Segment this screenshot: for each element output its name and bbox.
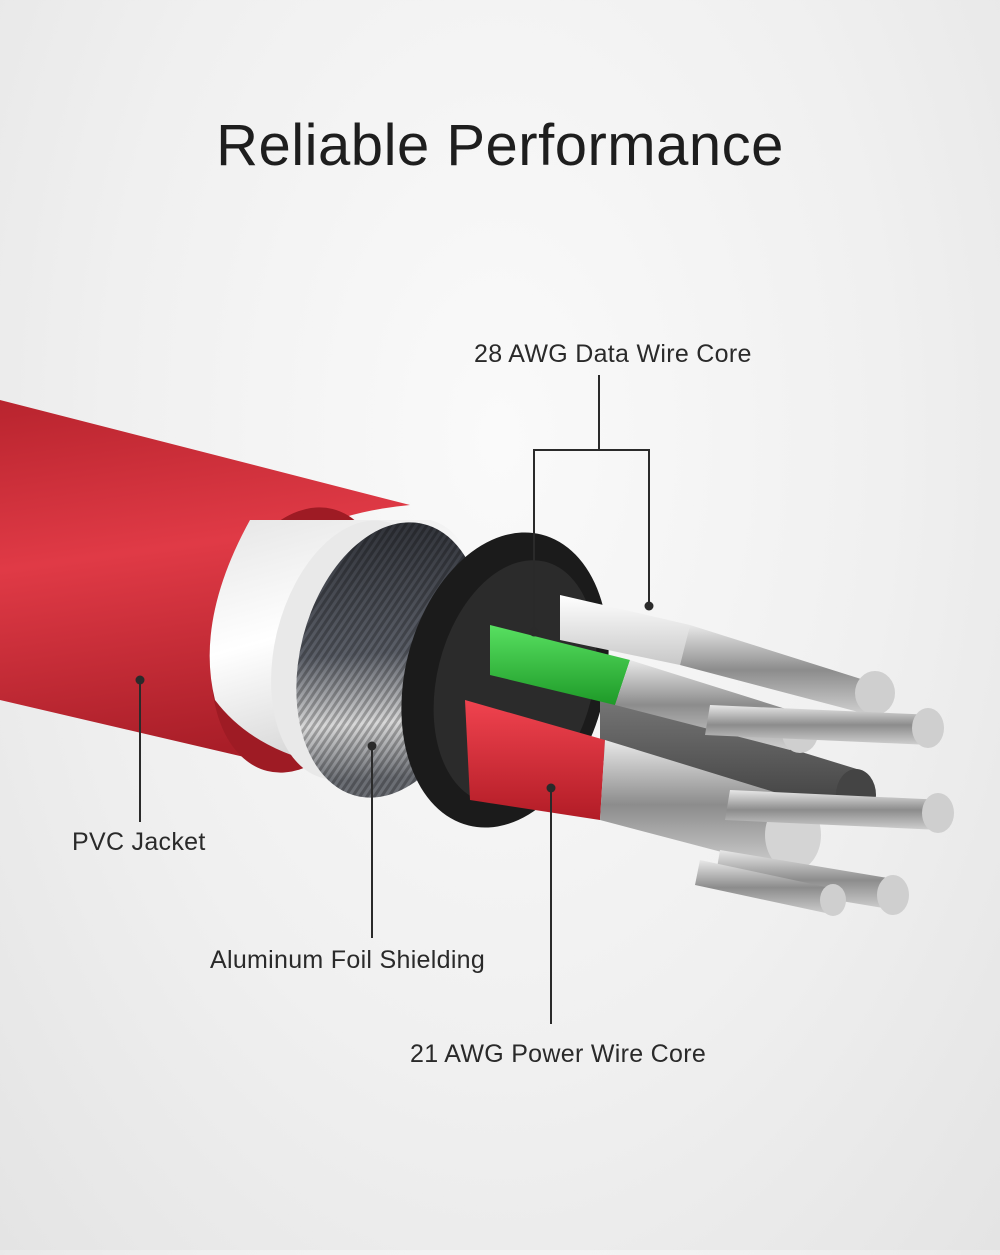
label-power-wire: 21 AWG Power Wire Core: [410, 1040, 706, 1069]
label-pvc-jacket: PVC Jacket: [72, 828, 206, 857]
callout-dot-power: [547, 784, 556, 793]
data-wire-white-tip: [855, 671, 895, 715]
callout-dot-pvc: [136, 676, 145, 685]
strand-bundle-c-tip: [877, 875, 909, 915]
label-data-wire: 28 AWG Data Wire Core: [474, 340, 752, 369]
strand-bundle-b-tip: [922, 793, 954, 833]
label-foil-shielding: Aluminum Foil Shielding: [210, 946, 485, 975]
callout-dot-white: [645, 602, 654, 611]
strand-bundle-a-tip: [912, 708, 944, 748]
callout-dot-foil: [368, 742, 377, 751]
page-title: Reliable Performance: [0, 112, 1000, 179]
callout-dot-green: [530, 628, 539, 637]
strand-bundle-d-tip: [820, 884, 846, 916]
